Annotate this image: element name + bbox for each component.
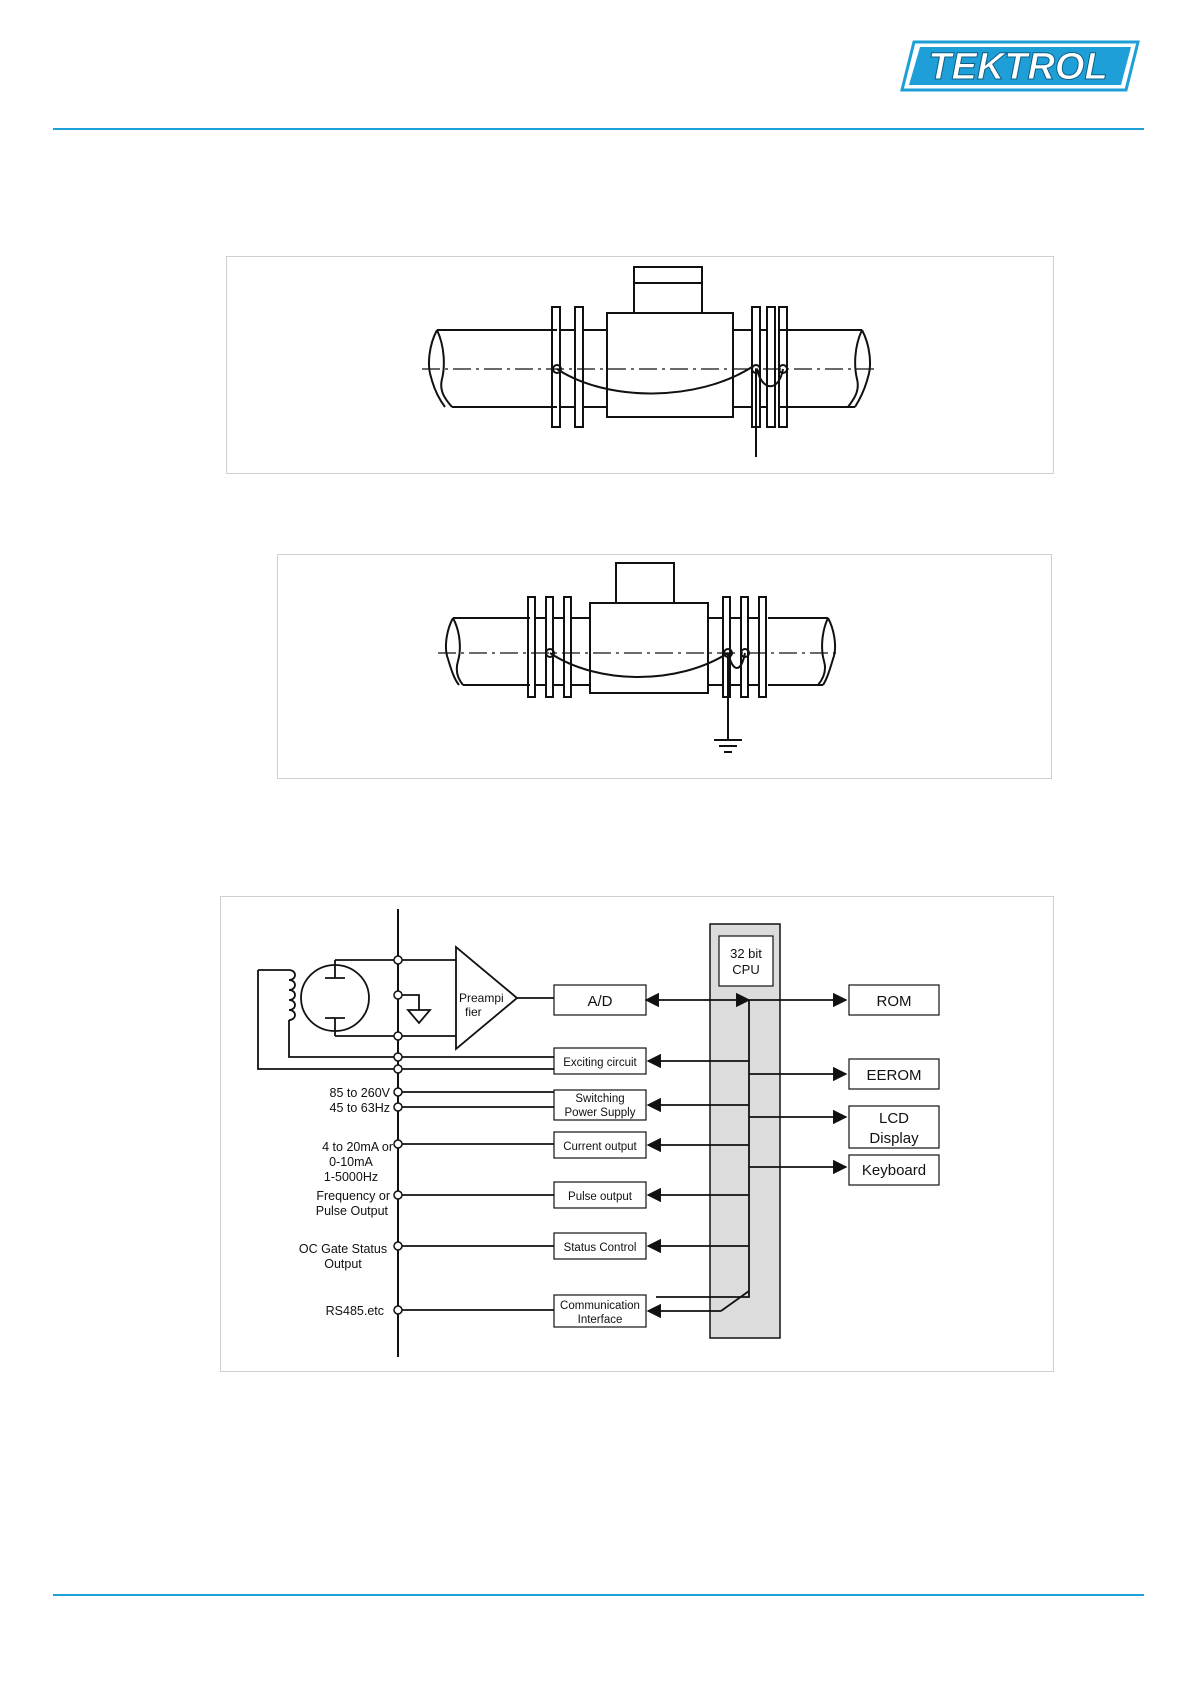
- grounding-figure-1: [226, 256, 1054, 474]
- switching-label-1: Switching: [575, 1093, 624, 1105]
- preamp-label-2: fier: [465, 1005, 482, 1019]
- cpu-label-2: CPU: [732, 962, 759, 977]
- exciting-label: Exciting circuit: [563, 1057, 637, 1069]
- footer-rule: [53, 1594, 1144, 1596]
- cpu-label-1: 32 bit: [730, 946, 762, 961]
- label-status-2: Output: [324, 1257, 362, 1271]
- cpu-box: [719, 936, 773, 986]
- tektrol-logo: TEKTROL: [900, 40, 1140, 92]
- label-voltage: 85 to 260V: [330, 1086, 391, 1100]
- status-control-label: Status Control: [564, 1242, 637, 1254]
- lcd-label-1: LCD: [879, 1110, 909, 1127]
- logo-text: TEKTROL: [928, 46, 1107, 88]
- preamp-label-1: Preampi: [459, 991, 504, 1005]
- comm-label-1: Communication: [560, 1300, 640, 1312]
- comm-label-2: Interface: [578, 1314, 623, 1326]
- label-current-3: 1-5000Hz: [324, 1170, 378, 1184]
- block-diagram: 32 bit CPU: [220, 896, 1054, 1372]
- eerom-label: EEROM: [866, 1067, 921, 1084]
- label-current-2: 0-10mA: [329, 1155, 373, 1169]
- switching-label-2: Power Supply: [565, 1107, 636, 1119]
- lcd-label-2: Display: [869, 1130, 919, 1147]
- label-pulse-1: Frequency or: [316, 1189, 390, 1203]
- grounding-figure-2: [277, 554, 1052, 779]
- keyboard-label: Keyboard: [862, 1162, 926, 1179]
- label-rs485: RS485.etc: [326, 1304, 384, 1318]
- pulse-output-label: Pulse output: [568, 1191, 633, 1203]
- header-rule: [53, 128, 1144, 130]
- rom-label: ROM: [877, 993, 912, 1010]
- current-output-label: Current output: [563, 1141, 637, 1153]
- ad-label: A/D: [587, 993, 612, 1010]
- label-current-1: 4 to 20mA or: [322, 1140, 393, 1154]
- label-pulse-2: Pulse Output: [316, 1204, 389, 1218]
- label-frequency-range: 45 to 63Hz: [330, 1101, 390, 1115]
- label-status-1: OC Gate Status: [299, 1242, 387, 1256]
